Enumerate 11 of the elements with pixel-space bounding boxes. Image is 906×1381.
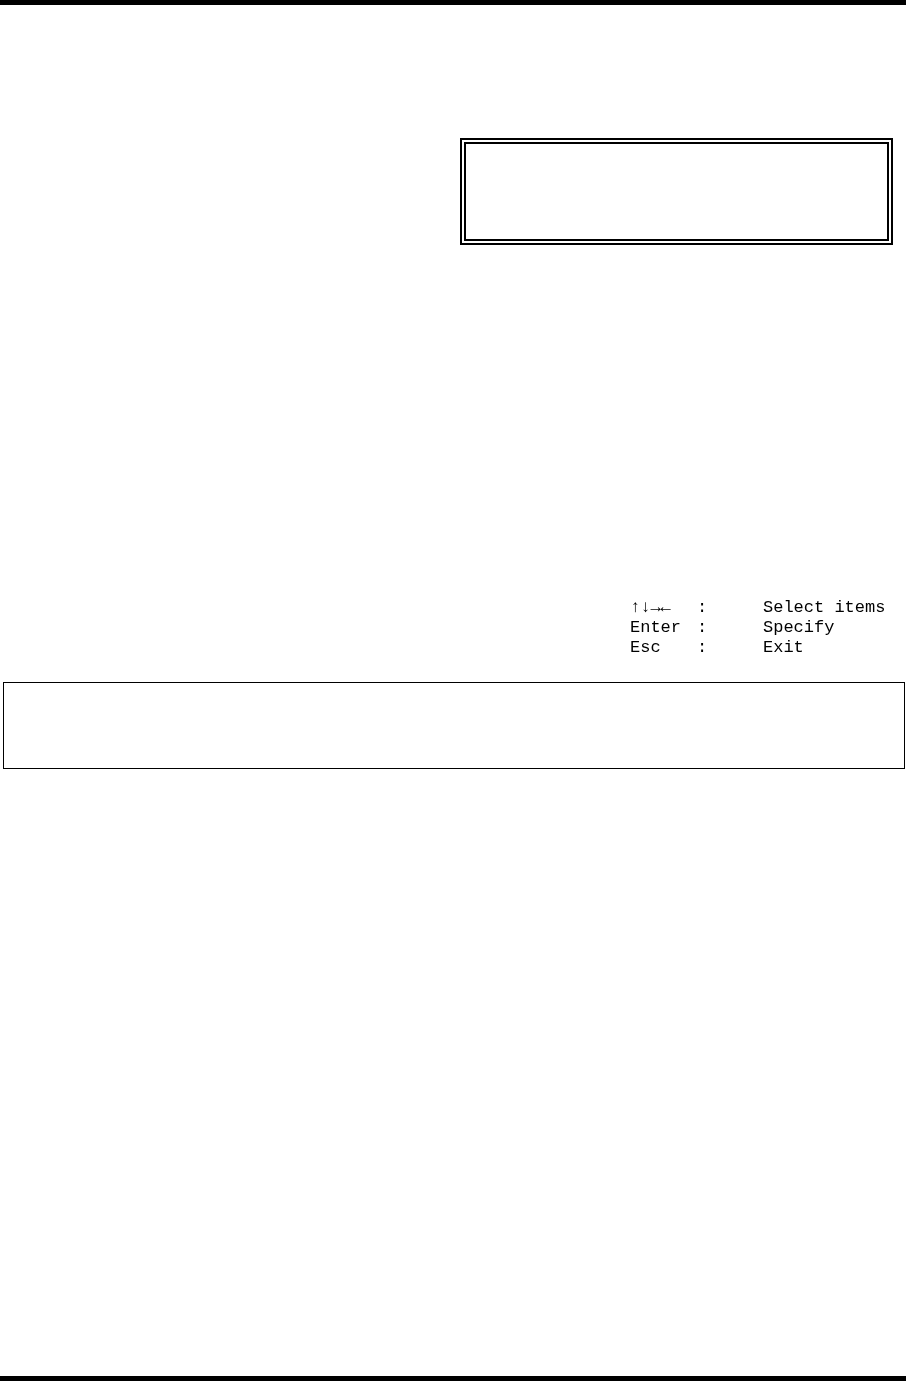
key-name: Enter (630, 618, 681, 638)
separator: : (697, 598, 708, 618)
key-description: Specify (763, 618, 835, 638)
frame-box (3, 682, 905, 769)
separator: : (697, 638, 708, 658)
double-frame-box (460, 138, 893, 245)
key-name: ↑↓→← (630, 598, 671, 618)
key-description: Select items (763, 598, 886, 618)
key-description: Exit (763, 638, 804, 658)
key-name: Esc (630, 638, 661, 658)
separator: : (697, 618, 708, 638)
